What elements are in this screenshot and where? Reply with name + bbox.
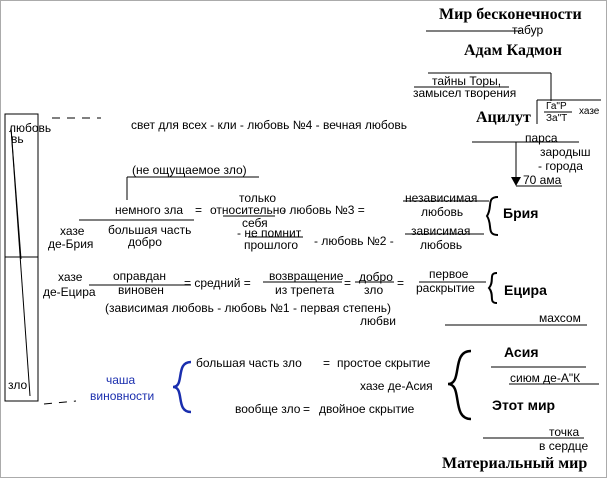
text-first: первое <box>429 267 469 281</box>
text-evil: зло <box>364 283 384 297</box>
label-this-world: Этот мир <box>492 397 556 413</box>
text-dependent-love: любовь <box>420 238 463 252</box>
label-love-top: любовь <box>9 121 52 135</box>
text-haze-yetzira-2: де-Ецира <box>43 285 96 299</box>
text-independent: независимая <box>405 191 478 205</box>
label-mahsom: махсом <box>539 311 581 325</box>
dash-evil <box>43 400 77 405</box>
label-siyum: сиюм де-А"К <box>510 371 581 385</box>
sign-eq-1: = <box>195 203 203 217</box>
text-haze-briya-2: де-Брия <box>48 237 94 251</box>
label-evil: зло <box>8 378 28 392</box>
text-self: себя <box>242 216 268 230</box>
text-love2: - любовь №2 - <box>314 234 394 248</box>
brace-briya <box>485 196 499 236</box>
text-double-hiding: двойное скрытие <box>319 402 415 416</box>
world-briya: Брия <box>503 205 539 221</box>
world-atzilut: Ацилут <box>476 109 531 126</box>
brace-asiya <box>447 349 472 421</box>
text-guilty: виновен <box>118 283 164 297</box>
text-love1: (зависимая любовь - любовь №1 - первая с… <box>105 301 391 315</box>
text-not-remember: - не помнит <box>237 226 302 240</box>
title-infinity-world: Мир бесконечности <box>439 6 582 23</box>
label-secrets: тайны Торы, <box>432 74 502 88</box>
label-point: точка <box>549 425 580 439</box>
world-asiya: Асия <box>504 344 539 360</box>
text-not-felt-evil: (не ощущаемое зло) <box>132 163 247 177</box>
text-haze-asiya: хазе де-Асия <box>360 379 433 393</box>
sign-eq-5: = <box>303 402 311 416</box>
text-simple-hiding: простое скрытие <box>337 356 431 370</box>
text-mostly-evil: большая часть зло <box>196 356 302 370</box>
text-justified: оправдан <box>113 269 167 283</box>
label-tabur: табур <box>512 23 544 37</box>
label-goroda: - города <box>538 159 583 173</box>
world-yetzira: Ецира <box>504 282 547 298</box>
left-column-diagonal-2 <box>10 127 22 260</box>
text-mostly-good-2: добро <box>128 235 162 249</box>
sign-eq-4: = <box>323 356 331 370</box>
sign-eq-3: = <box>397 276 405 290</box>
text-only: только <box>239 191 277 205</box>
text-cup: чаша <box>106 373 136 387</box>
text-disclosure: раскрытие <box>416 281 475 295</box>
sign-eq-2: = <box>344 276 352 290</box>
label-adam-kadmon: Адам Кадмон <box>464 42 562 59</box>
arrow-head <box>511 177 521 186</box>
label-zarodysh: зародыш <box>540 145 591 159</box>
label-haze-top: хазе <box>579 106 600 117</box>
label-zat: За"Т <box>546 113 568 124</box>
text-guilt: виновности <box>90 389 155 403</box>
label-love-bottom: вь <box>11 132 24 146</box>
text-dependent: зависимая <box>411 224 471 238</box>
text-from-awe: из трепета <box>275 283 335 297</box>
brace-asiya-blue <box>172 360 192 414</box>
text-all-evil: вообще зло <box>235 402 301 416</box>
text-relatively: относительно <box>210 203 287 217</box>
text-mostly-good-1: большая часть <box>108 223 192 237</box>
text-little-evil: немного зла <box>115 203 184 217</box>
title-material-world: Материальный мир <box>442 455 588 472</box>
label-ama: 70 ама <box>523 173 562 187</box>
text-good: добро <box>359 270 393 284</box>
label-gar: Га"Р <box>546 101 567 112</box>
label-in-heart: в сердце <box>539 439 589 453</box>
label-intent: замысел творения <box>413 86 517 100</box>
label-pars: парса <box>525 131 558 145</box>
brace-yetzira <box>487 272 498 304</box>
text-haze-briya-1: хазе <box>60 224 85 238</box>
text-average: = средний = <box>184 276 251 290</box>
text-love4: свет для всех - кли - любовь №4 - вечная… <box>131 118 408 132</box>
text-past: прошлого <box>244 238 299 252</box>
text-independent-love: любовь <box>421 205 464 219</box>
text-love1-2: любви <box>360 314 396 328</box>
text-haze-yetzira-1: хазе <box>58 270 83 284</box>
text-return: возвращение <box>269 269 344 283</box>
text-love3: - любовь №3 = <box>282 203 365 217</box>
